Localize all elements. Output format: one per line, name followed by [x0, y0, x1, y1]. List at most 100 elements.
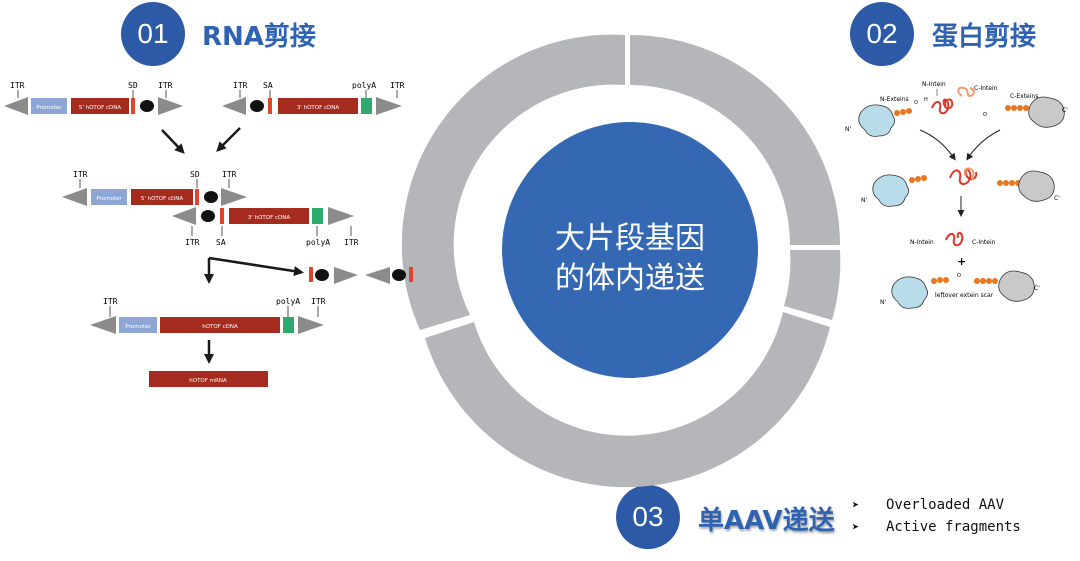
sa-site — [268, 98, 272, 114]
arrowhead-bullet-icon: ➤ — [852, 498, 860, 512]
itr-label: ITR — [344, 238, 359, 247]
cdna-3prime-box — [229, 208, 309, 224]
section-3-badge: 03 — [616, 485, 680, 549]
promoter-box — [91, 189, 127, 205]
c-extein-blob — [1018, 170, 1055, 202]
itr-label: ITR — [390, 81, 405, 90]
concatemer-top: ITR Promoter 5' hOTOF cDNA SD ITR — [62, 170, 247, 206]
sa-site — [220, 208, 224, 224]
itr-right-arrow — [328, 207, 354, 225]
c-exteins-beads — [997, 180, 1021, 186]
excised-fragment — [309, 267, 413, 284]
cdna-5prime-box — [131, 189, 193, 205]
cdna-5prime-label: 5' hOTOF cDNA — [141, 196, 184, 202]
cdna-5prime-box — [71, 98, 129, 114]
itr-label: ITR — [311, 297, 326, 306]
itr-right-arrow — [334, 267, 358, 284]
center-circle — [502, 122, 758, 378]
bullet-text: Active fragments — [886, 519, 1021, 535]
bullet-item: ➤Overloaded AAV — [852, 494, 1021, 516]
c-term-label: C' — [1054, 195, 1060, 202]
itr-right-arrow — [298, 316, 324, 334]
recombinogen-dot — [201, 210, 215, 222]
n-intein-label: N-Intein — [922, 81, 946, 88]
concatemer-bottom: ITR SA 3' hOTOF cDNA polyA ITR — [172, 207, 359, 247]
mrna-box — [149, 371, 268, 387]
c-intein-coil — [963, 167, 975, 181]
itr-right-arrow — [158, 97, 183, 115]
section-1-badge: 01 — [121, 2, 185, 66]
merge-arrow-left — [919, 129, 956, 161]
recombinogen-dot — [204, 191, 218, 203]
itr-label: ITR — [233, 81, 248, 90]
itr-label: ITR — [222, 170, 237, 179]
c-term-label: C' — [1034, 285, 1040, 292]
itr-left-arrow — [222, 97, 246, 115]
n-term-label: N' — [861, 197, 867, 204]
sd-label: SD — [190, 170, 200, 179]
section-2-title: 蛋白剪接 — [932, 22, 1037, 52]
converge-arrow-left — [161, 129, 185, 154]
promoter-label: Promoter — [96, 196, 122, 202]
polya-label: polyA — [352, 81, 376, 90]
n-intein-label: N-Intein — [910, 239, 934, 246]
section-2-badge: 02 — [850, 2, 914, 66]
itr-left-arrow — [172, 207, 196, 225]
bullet-item: ➤ Active fragments — [852, 516, 1021, 538]
atom-label: O — [914, 100, 918, 106]
excised-intein — [945, 232, 964, 247]
itr-label: ITR — [73, 170, 88, 179]
atom-label: O — [983, 112, 987, 118]
recombinogen-dot — [140, 100, 154, 112]
c-exteins-label: C-Exteins — [1010, 93, 1038, 100]
polya-box — [312, 208, 323, 224]
itr-left-arrow — [4, 97, 28, 115]
n-term-label: N' — [880, 299, 886, 306]
center-title-line1: 大片段基因 — [555, 221, 705, 256]
n-exteins-label: N-Exteins — [880, 96, 909, 103]
n-intein-coil — [931, 98, 954, 115]
ring-segment-right — [784, 250, 841, 320]
sd-site — [131, 98, 135, 114]
c-extein-blob — [998, 270, 1035, 302]
recombinogen-dot — [315, 269, 329, 281]
ring-segment-left — [401, 34, 625, 331]
atom-label: O — [957, 273, 961, 279]
polya-box — [283, 317, 294, 333]
itr-label: ITR — [158, 81, 173, 90]
section-3-bullets: ➤Overloaded AAV ➤ Active fragments — [852, 494, 1021, 538]
c-intein-coil — [957, 86, 975, 98]
itr-label: ITR — [10, 81, 25, 90]
polya-label: polyA — [306, 238, 330, 247]
c-extein-blob — [1028, 96, 1065, 128]
plus-sign: + — [957, 255, 966, 268]
cdna-full-label: hOTOF cDNA — [202, 324, 238, 330]
sd-label: SD — [128, 81, 138, 90]
n-exteins-beads — [909, 175, 927, 183]
itr-left-arrow — [365, 267, 390, 284]
itr-right-arrow — [221, 188, 247, 206]
full-construct: ITR Promoter hOTOF cDNA polyA ITR — [90, 297, 326, 334]
construct-3prime: ITR SA 3' hOTOF cDNA polyA ITR — [222, 81, 405, 115]
arrowhead-bullet-icon: ➤ — [852, 520, 860, 534]
protein-splicing-panel: N' N-Exteins O H N-Intein C-Intein O C-E… — [845, 81, 1068, 309]
polya-box — [361, 98, 372, 114]
center-title-line2: 的体内递送 — [555, 261, 705, 296]
merge-arrow-right — [966, 129, 1001, 161]
intein-complex — [949, 168, 978, 185]
spliced-beads — [931, 277, 998, 284]
cdna-3prime-box — [278, 98, 358, 114]
rna-splicing-panel: ITR Promoter 5' hOTOF cDNA SD ITR ITR SA — [4, 81, 413, 387]
sd-site — [309, 267, 313, 282]
sa-label: SA — [216, 238, 226, 247]
sd-site — [195, 189, 199, 205]
splice-arrow-out — [208, 256, 304, 277]
itr-label: ITR — [185, 238, 200, 247]
polya-label: polyA — [276, 297, 300, 306]
ring-segment-top — [630, 35, 840, 245]
construct-5prime: ITR Promoter 5' hOTOF cDNA SD ITR — [4, 81, 183, 115]
c-intein-label: C-Intein — [972, 239, 996, 246]
promoter-label: Promoter — [125, 324, 151, 330]
atom-label: H — [924, 97, 928, 103]
